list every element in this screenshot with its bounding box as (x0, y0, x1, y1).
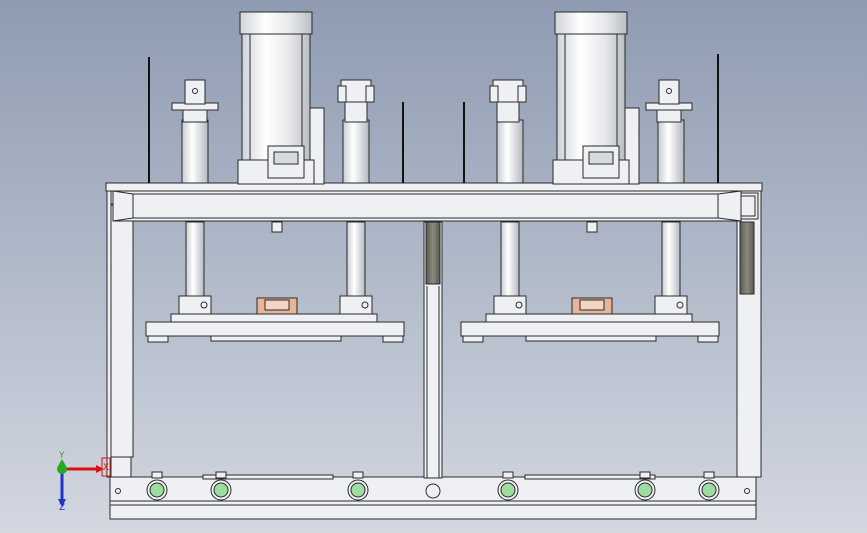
axis-z-label: Z (59, 503, 66, 513)
port-green (350, 482, 366, 498)
cylinder-cap (239, 11, 313, 35)
plate-lip (525, 335, 657, 342)
press-plates (145, 297, 720, 343)
port-cap (215, 471, 227, 479)
cylinder-cap (554, 11, 628, 35)
port-cap (151, 471, 163, 479)
port-green (149, 482, 165, 498)
screw (115, 488, 121, 494)
plate-body (145, 321, 405, 337)
guide-sleeve (342, 119, 370, 184)
port-cap (639, 471, 651, 479)
base-ports (115, 471, 750, 501)
axis-x-arrow (96, 465, 104, 473)
port-cap (352, 471, 364, 479)
piston-tip (271, 221, 283, 233)
port-green (701, 482, 717, 498)
port-cap (703, 471, 715, 479)
center-hole (425, 483, 441, 499)
guide-sleeve (496, 119, 524, 184)
upper-assemblies (171, 11, 693, 315)
axis-triad (57, 459, 104, 507)
center-post (423, 221, 443, 479)
guide-rod (185, 221, 205, 299)
port-cap (502, 471, 514, 479)
left-post (101, 184, 134, 478)
screw (744, 488, 750, 494)
port-green (500, 482, 516, 498)
axis-y-dot (57, 464, 67, 474)
plate-lip (210, 335, 342, 342)
axis-y-label: Y (59, 451, 65, 461)
plate-body (460, 321, 720, 337)
top-beam (105, 182, 763, 222)
right-post (736, 184, 762, 478)
guide-rod (500, 221, 520, 299)
port-green (213, 482, 229, 498)
plate-top (170, 313, 378, 323)
plate-top (485, 313, 693, 323)
axis-x-label: X (103, 463, 110, 473)
plate-foot (147, 335, 169, 343)
guide-rod (661, 221, 681, 299)
plate-foot (382, 335, 404, 343)
plate-foot (697, 335, 719, 343)
piston-tip (586, 221, 598, 233)
sensor-rods (148, 54, 719, 183)
guide-sleeve (657, 119, 685, 184)
guide-rod (346, 221, 366, 299)
plate-foot (462, 335, 484, 343)
axis-z-arrow (58, 499, 66, 507)
port-green (637, 482, 653, 498)
guide-sleeve (181, 119, 209, 184)
